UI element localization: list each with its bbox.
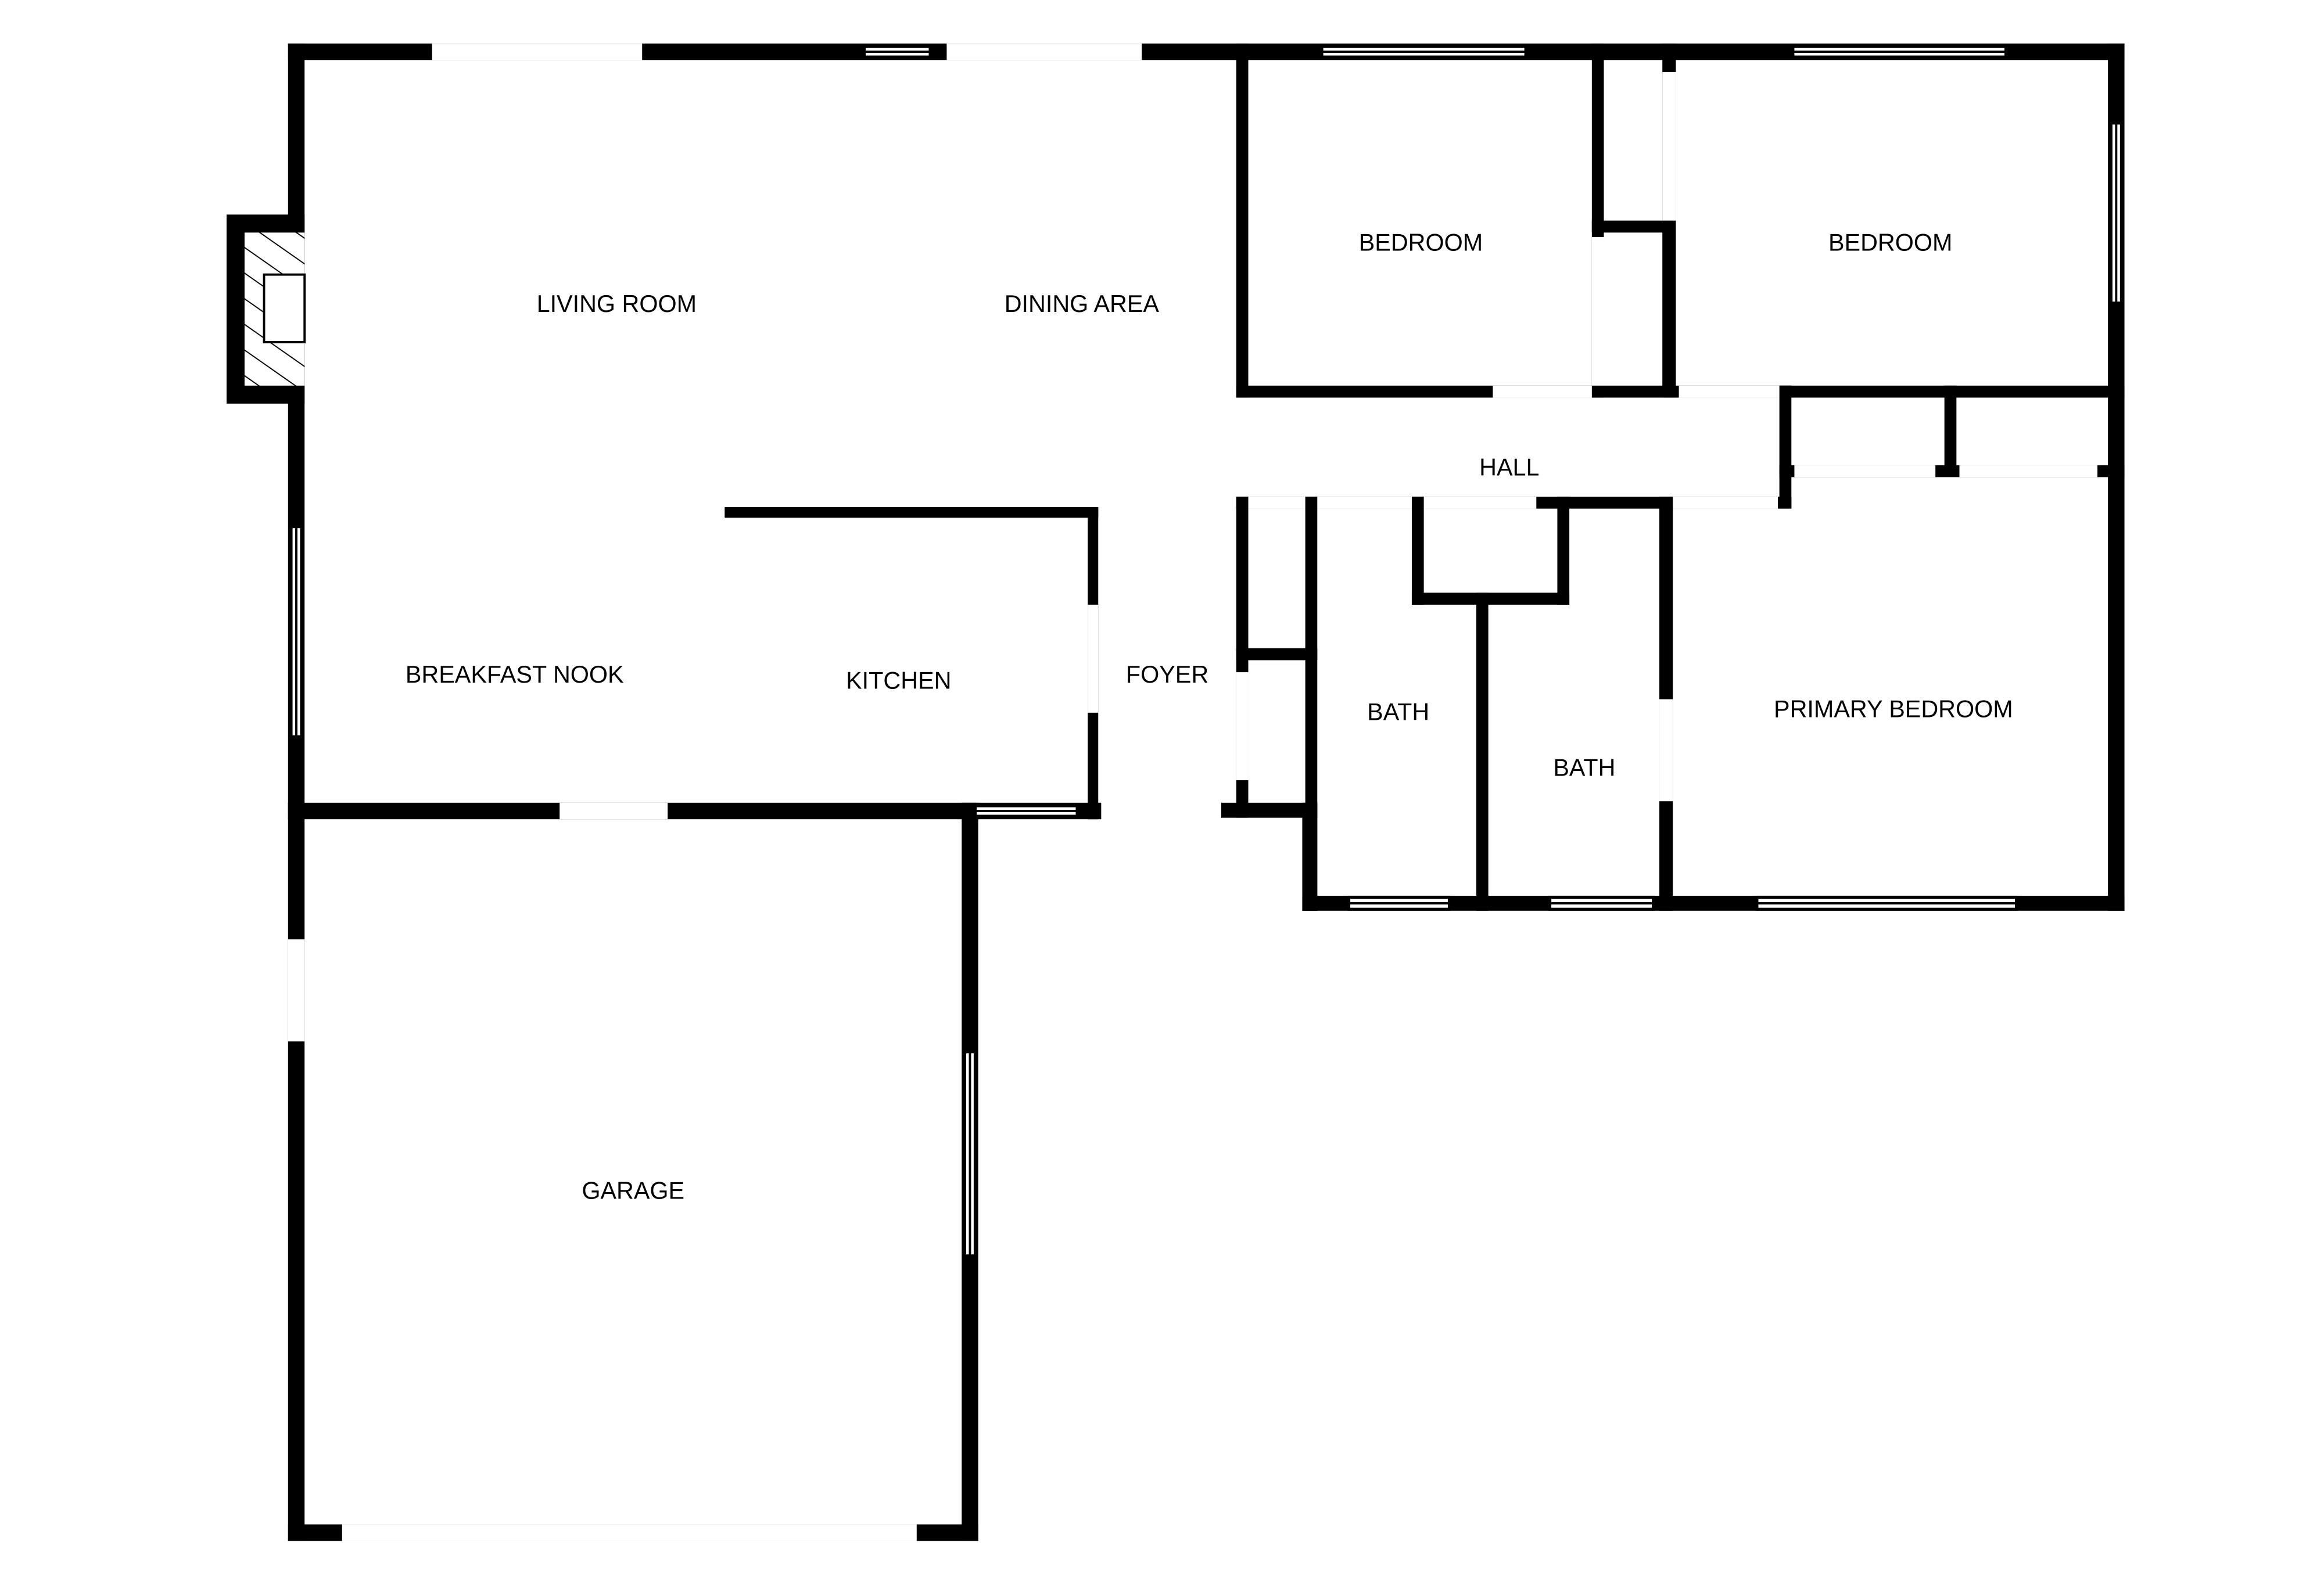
room-label-bath: BATH <box>1367 699 1429 726</box>
window <box>1755 895 2018 911</box>
openings <box>288 43 2098 1541</box>
window <box>862 45 932 59</box>
room-label-kitchen: KITCHEN <box>846 667 951 694</box>
window <box>1791 45 2008 59</box>
fireplace <box>226 214 306 404</box>
window <box>963 1050 977 1258</box>
window <box>289 525 303 738</box>
window <box>973 804 1079 818</box>
windows <box>289 45 2123 1258</box>
exterior-walls <box>288 43 2125 1541</box>
room-label-primary-bedroom: PRIMARY BEDROOM <box>1774 696 2013 723</box>
room-label-hall: HALL <box>1479 454 1539 481</box>
window <box>1347 895 1451 911</box>
window <box>1320 45 1527 59</box>
window <box>1548 895 1655 911</box>
room-labels: LIVING ROOM DINING AREA BEDROOM BEDROOM … <box>406 229 2013 1204</box>
room-label-breakfast-nook: BREAKFAST NOOK <box>406 661 624 688</box>
room-label-garage: GARAGE <box>582 1178 684 1204</box>
room-label-living-room: LIVING ROOM <box>537 290 697 317</box>
window <box>2109 121 2123 305</box>
room-label-foyer: FOYER <box>1126 661 1208 688</box>
room-label-bedroom: BEDROOM <box>1828 229 1952 256</box>
room-label-bath: BATH <box>1553 754 1615 781</box>
room-label-dining-area: DINING AREA <box>1005 290 1160 317</box>
room-label-bedroom: BEDROOM <box>1359 229 1483 256</box>
